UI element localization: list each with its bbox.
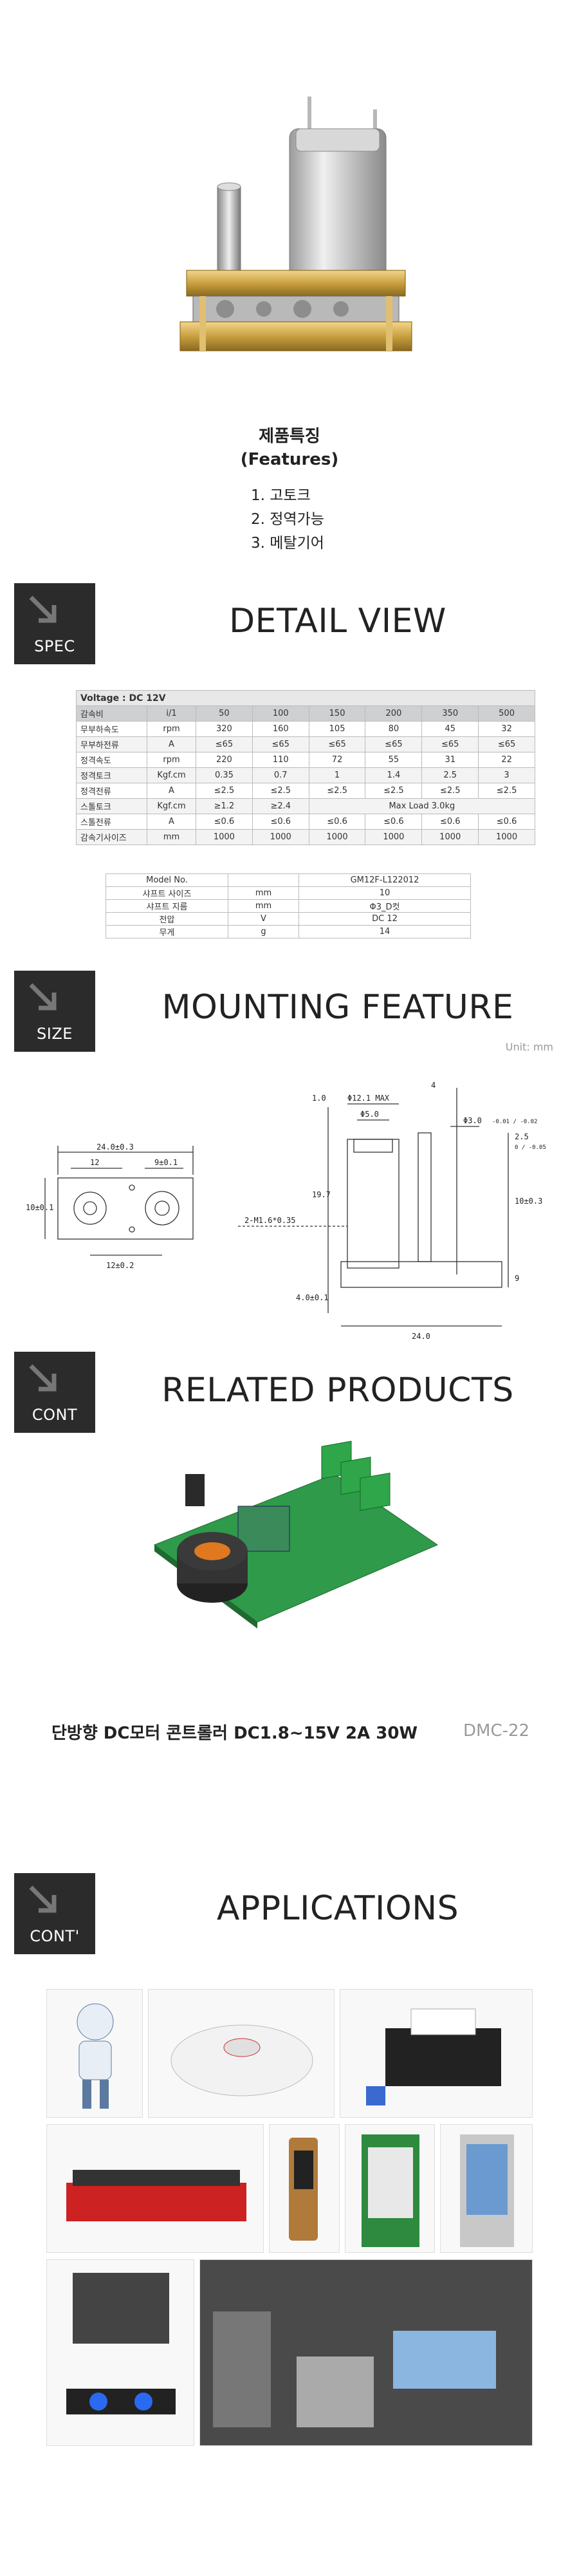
feature-item: 3. 메탈기어 bbox=[251, 535, 324, 552]
dim-text: 12±0.2 bbox=[106, 1261, 134, 1270]
robot-vacuum-image bbox=[148, 1989, 335, 2118]
door-lock-image bbox=[269, 2124, 340, 2253]
cont-badge-label: CONT bbox=[32, 1406, 78, 1424]
robot-image bbox=[46, 1989, 143, 2118]
features-list: 1. 고토크 2. 정역가능 3. 메탈기어 bbox=[251, 484, 324, 555]
spec-badge-label: SPEC bbox=[34, 637, 75, 655]
mounting-feature-title: MOUNTING FEATURE bbox=[161, 988, 514, 1027]
printer-image bbox=[340, 1989, 533, 2118]
diagonal-arrow-icon bbox=[29, 595, 57, 623]
dim-text: -0.01 / -0.02 bbox=[492, 1119, 537, 1125]
features-title: 제품특징 (Features) bbox=[0, 425, 579, 471]
spec-badge: SPEC bbox=[14, 583, 95, 664]
dim-text: 9±0.1 bbox=[154, 1158, 178, 1167]
voltage-label: Voltage : DC 12V bbox=[76, 690, 535, 706]
cont-badge: CONT bbox=[14, 1352, 95, 1433]
dim-text: Φ12.1 MAX bbox=[347, 1094, 390, 1103]
cont2-badge: CONT' bbox=[14, 1873, 95, 1954]
features-title-kr: 제품특징 bbox=[259, 427, 320, 446]
unit-note: Unit: mm bbox=[505, 1041, 553, 1053]
dim-text: Φ3.0 bbox=[463, 1116, 482, 1125]
dim-text: 4.0±0.1 bbox=[296, 1293, 329, 1302]
applications-grid bbox=[46, 1989, 533, 2446]
grill-image bbox=[46, 2124, 264, 2253]
dim-text: 0 / -0.05 bbox=[515, 1144, 546, 1151]
dim-text: 10±0.3 bbox=[515, 1197, 542, 1206]
diagonal-arrow-icon bbox=[29, 1885, 57, 1913]
dim-text: 10±0.1 bbox=[26, 1203, 53, 1212]
mounting-drawing: 24.0±0.3 12 9±0.1 10±0.1 12±0.2 2-M1.6*0… bbox=[26, 1081, 546, 1341]
feature-item: 1. 고토크 bbox=[251, 487, 311, 504]
related-product-code: DMC-22 bbox=[463, 1721, 530, 1741]
table-row: Model No.GM12F-L122012 bbox=[106, 873, 471, 887]
vending-machine-image bbox=[440, 2124, 533, 2253]
cont2-badge-label: CONT' bbox=[30, 1927, 80, 1945]
dim-text: 1.0 bbox=[312, 1094, 326, 1103]
gear-motor-photo bbox=[179, 97, 412, 351]
detail-view-title: DETAIL VIEW bbox=[229, 602, 446, 640]
dim-text: 24.0 bbox=[412, 1332, 430, 1341]
dim-text: 9 bbox=[515, 1274, 519, 1283]
smart-home-image bbox=[199, 2259, 533, 2446]
feature-item: 2. 정역가능 bbox=[251, 511, 324, 528]
dim-text: 19.7 bbox=[312, 1190, 331, 1199]
diagonal-arrow-icon bbox=[29, 1364, 57, 1392]
size-badge-label: SIZE bbox=[37, 1025, 73, 1043]
controller-board-photo[interactable] bbox=[129, 1435, 450, 1648]
size-badge: SIZE bbox=[14, 971, 95, 1052]
dim-text: Φ5.0 bbox=[360, 1110, 379, 1119]
dim-text: 24.0±0.3 bbox=[96, 1143, 134, 1152]
related-products-title: RELATED PRODUCTS bbox=[161, 1371, 514, 1410]
dim-text: 12 bbox=[90, 1158, 99, 1167]
applications-title: APPLICATIONS bbox=[216, 1889, 459, 1928]
features-title-en: (Features) bbox=[240, 450, 339, 469]
range-hood-image bbox=[46, 2259, 194, 2446]
dim-text: 4 bbox=[431, 1081, 436, 1090]
diagonal-arrow-icon bbox=[29, 983, 57, 1011]
kiosk-image bbox=[345, 2124, 435, 2253]
dim-text: 2-M1.6*0.35 bbox=[244, 1216, 295, 1225]
related-product-name[interactable]: 단방향 DC모터 콘트롤러 DC1.8~15V 2A 30W bbox=[51, 1724, 418, 1743]
dim-text: 2.5 bbox=[515, 1132, 529, 1141]
